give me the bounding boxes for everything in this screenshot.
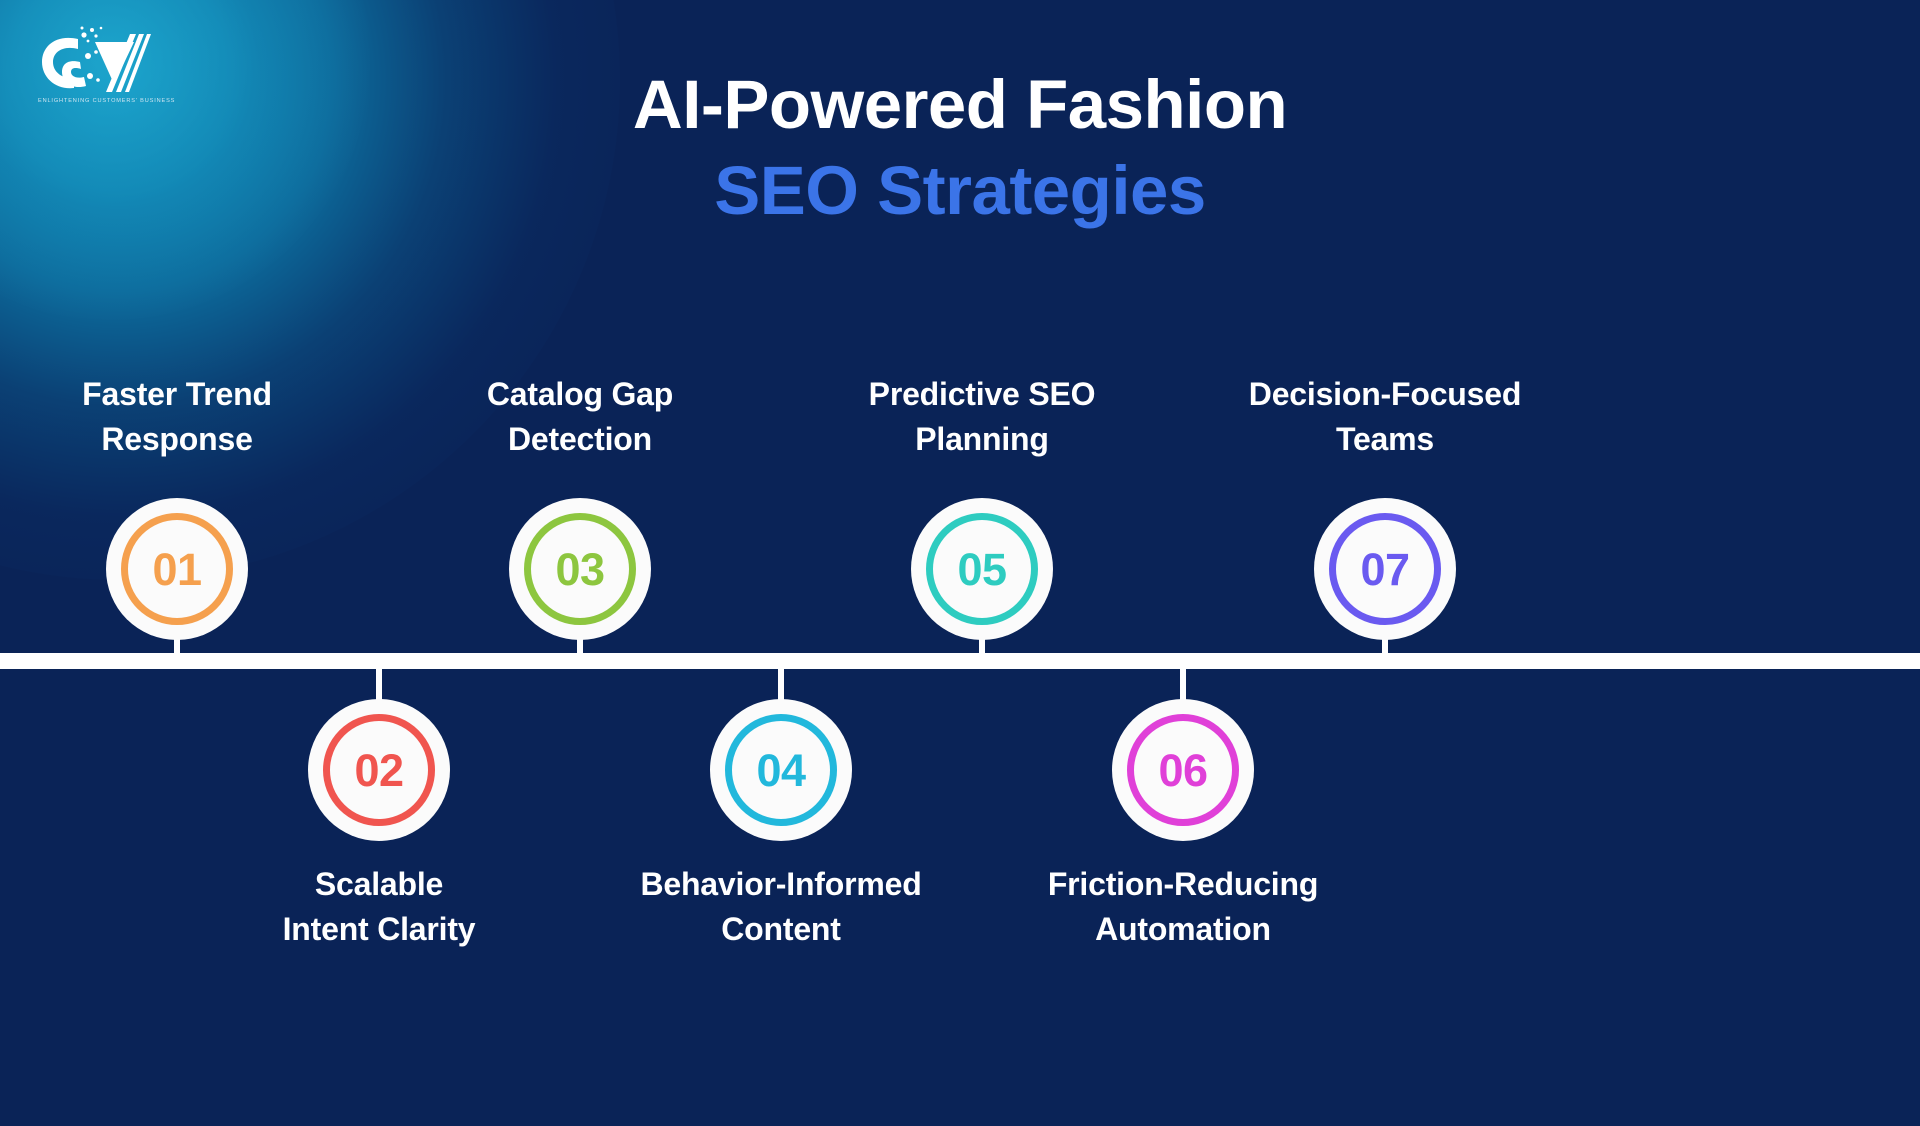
page-title-line1: AI-Powered Fashion <box>632 66 1288 143</box>
node-number: 06 <box>1158 744 1208 796</box>
brand-tagline: ENLIGHTENING CUSTOMERS' BUSINESS <box>38 98 176 104</box>
node-circle-03[interactable]: 03 <box>518 507 642 631</box>
node-circle-05[interactable]: 05 <box>920 507 1044 631</box>
node-circle-01[interactable]: 01 <box>115 507 239 631</box>
node-circle-ring <box>121 513 233 625</box>
page-title-line2: SEO Strategies <box>714 152 1206 229</box>
brand-logo <box>38 22 156 122</box>
node-number: 07 <box>1360 543 1410 595</box>
node-label-line1: Catalog Gap <box>486 376 674 412</box>
node-connector <box>979 608 985 658</box>
node-label-line2: Intent Clarity <box>282 911 476 947</box>
node-number: 01 <box>152 543 202 595</box>
node-label-line1: Friction-Reducing <box>1047 866 1319 902</box>
node-label-05: Predictive SEO Planning <box>782 372 1182 462</box>
node-circle-07[interactable]: 07 <box>1323 507 1447 631</box>
node-circle-02[interactable]: 02 <box>317 708 441 832</box>
node-connector <box>577 608 583 658</box>
node-label-line1: Decision-Focused <box>1248 376 1522 412</box>
node-circle-ring <box>926 513 1038 625</box>
node-circle-04[interactable]: 04 <box>719 708 843 832</box>
node-label-line1: Scalable <box>314 866 444 902</box>
node-circle-ring <box>323 714 435 826</box>
node-circle-06[interactable]: 06 <box>1121 708 1245 832</box>
node-circle-ring <box>1127 714 1239 826</box>
node-circle-ring <box>524 513 636 625</box>
node-connector <box>778 665 784 715</box>
node-label-line2: Response <box>101 421 253 457</box>
node-circle-ring <box>1329 513 1441 625</box>
node-connector <box>174 608 180 658</box>
node-label-line2: Planning <box>915 421 1049 457</box>
node-connector <box>1382 608 1388 658</box>
node-number: 04 <box>756 744 806 796</box>
node-number: 03 <box>555 543 605 595</box>
node-label-line1: Faster Trend <box>82 376 272 412</box>
node-number: 05 <box>957 543 1007 595</box>
node-connector <box>376 665 382 715</box>
node-circle-ring <box>725 714 837 826</box>
magnet-funnel-logo-icon <box>42 26 151 92</box>
node-label-line2: Automation <box>1095 911 1271 947</box>
node-label-line2: Detection <box>508 421 652 457</box>
page-title: AI-Powered Fashion SEO Strategies <box>0 62 1920 234</box>
node-label-line1: Behavior-Informed <box>640 866 922 902</box>
node-label-line2: Teams <box>1335 421 1435 457</box>
node-number: 02 <box>354 744 404 796</box>
node-connector <box>1180 665 1186 715</box>
node-label-line1: Predictive SEO <box>868 376 1096 412</box>
node-label-line2: Content <box>721 911 841 947</box>
timeline-axis <box>0 653 1920 669</box>
